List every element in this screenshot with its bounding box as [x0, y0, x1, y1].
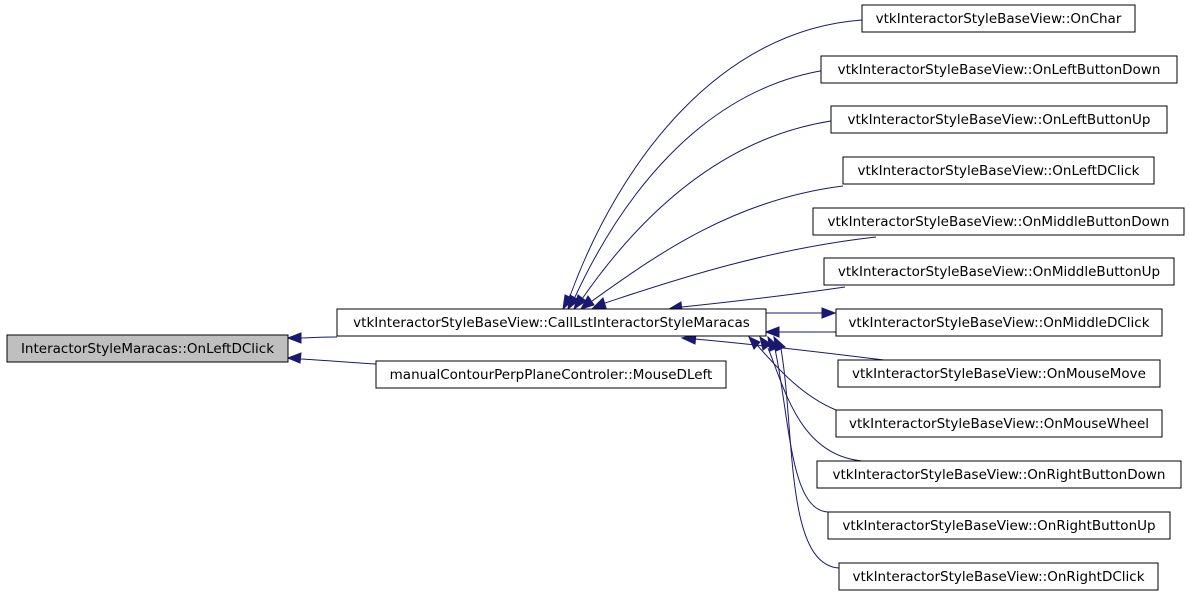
node-on-middle-button-down-label: vtkInteractorStyleBaseView::OnMiddleButt…: [827, 214, 1169, 230]
node-on-char[interactable]: vtkInteractorStyleBaseView::OnChar: [861, 4, 1136, 33]
edge-on-left-button-up-to-call-lst: [573, 120, 832, 311]
node-on-middle-button-up-label: vtkInteractorStyleBaseView::OnMiddleButt…: [838, 264, 1160, 280]
node-on-left-dclick[interactable]: vtkInteractorStyleBaseView::OnLeftDClick: [842, 156, 1155, 185]
node-call-lst-label: vtkInteractorStyleBaseView::CallLstInter…: [353, 315, 750, 331]
edge-on-right-dclick-to-call-lst: [773, 335, 840, 569]
node-on-right-dclick-label: vtkInteractorStyleBaseView::OnRightDClic…: [852, 569, 1144, 585]
node-on-mouse-wheel-label: vtkInteractorStyleBaseView::OnMouseWheel: [849, 416, 1149, 432]
edge-on-left-button-down-to-call-lst: [567, 69, 827, 311]
node-root[interactable]: InteractorStyleMaracas::OnLeftDClick: [6, 334, 289, 363]
node-on-right-button-down-label: vtkInteractorStyleBaseView::OnRightButto…: [833, 467, 1166, 483]
node-on-right-button-up[interactable]: vtkInteractorStyleBaseView::OnRightButto…: [827, 511, 1171, 540]
edge-on-middle-button-up-to-call-lst: [667, 286, 846, 313]
node-on-right-button-up-label: vtkInteractorStyleBaseView::OnRightButto…: [842, 518, 1155, 534]
edge-on-char-to-call-lst: [562, 19, 863, 311]
node-on-middle-dclick[interactable]: vtkInteractorStyleBaseView::OnMiddleDCli…: [835, 308, 1163, 337]
node-on-char-label: vtkInteractorStyleBaseView::OnChar: [876, 11, 1122, 27]
node-on-left-button-up-label: vtkInteractorStyleBaseView::OnLeftButton…: [847, 112, 1150, 128]
node-on-left-button-down[interactable]: vtkInteractorStyleBaseView::OnLeftButton…: [820, 55, 1178, 84]
node-on-mouse-move-label: vtkInteractorStyleBaseView::OnMouseMove: [852, 366, 1146, 382]
edge-on-right-button-down-to-call-lst: [759, 335, 863, 462]
node-mouse-dleft-label: manualContourPerpPlaneControler::MouseDL…: [390, 367, 713, 383]
node-on-left-button-up[interactable]: vtkInteractorStyleBaseView::OnLeftButton…: [830, 105, 1168, 134]
node-on-middle-button-down[interactable]: vtkInteractorStyleBaseView::OnMiddleButt…: [812, 207, 1185, 236]
node-on-right-button-down[interactable]: vtkInteractorStyleBaseView::OnRightButto…: [816, 460, 1182, 489]
node-call-lst[interactable]: vtkInteractorStyleBaseView::CallLstInter…: [336, 308, 767, 337]
node-on-left-button-down-label: vtkInteractorStyleBaseView::OnLeftButton…: [838, 62, 1161, 78]
edge-on-mouse-wheel-to-call-lst: [748, 336, 837, 411]
node-on-middle-button-up[interactable]: vtkInteractorStyleBaseView::OnMiddleButt…: [823, 257, 1175, 286]
edge-on-middle-button-down-to-call-lst: [591, 236, 877, 309]
node-on-mouse-wheel[interactable]: vtkInteractorStyleBaseView::OnMouseWheel: [835, 409, 1163, 438]
edge-call-lst-to-on-middle-dclick: [821, 307, 837, 319]
node-on-right-dclick[interactable]: vtkInteractorStyleBaseView::OnRightDClic…: [838, 562, 1159, 591]
node-on-left-dclick-label: vtkInteractorStyleBaseView::OnLeftDClick: [858, 163, 1140, 179]
node-on-mouse-move[interactable]: vtkInteractorStyleBaseView::OnMouseMove: [837, 359, 1161, 388]
edge-mouse-dleft-to-root: [286, 352, 377, 365]
node-root-label: InteractorStyleMaracas::OnLeftDClick: [21, 341, 274, 357]
edge-on-middle-dclick-to-call-lst-lower: [764, 326, 836, 338]
node-mouse-dleft[interactable]: manualContourPerpPlaneControler::MouseDL…: [375, 360, 727, 389]
edge-call-lst-to-root: [286, 332, 338, 344]
node-on-middle-dclick-label: vtkInteractorStyleBaseView::OnMiddleDCli…: [848, 315, 1149, 331]
edge-on-left-dclick-to-call-lst: [579, 185, 844, 310]
